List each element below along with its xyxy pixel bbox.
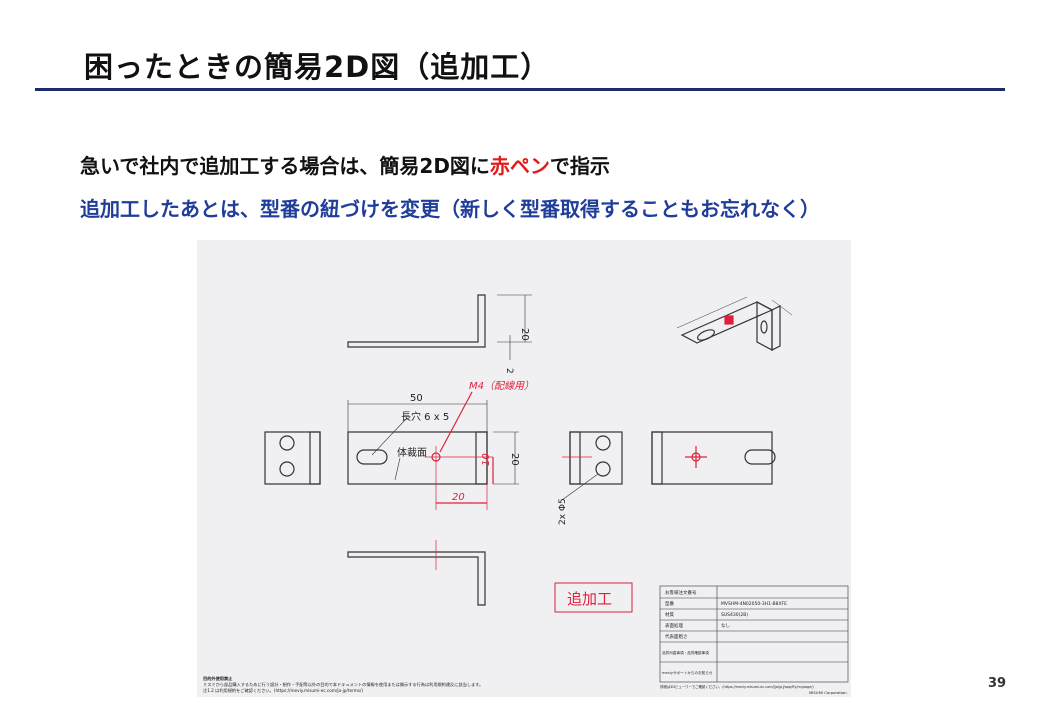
instruction-line-1: 急いで社内で追加工する場合は、簡易2D図に赤ペンで指示 — [80, 150, 610, 179]
red-stamp: 追加工 — [567, 590, 612, 608]
2d-drawing-image: 20 2 50 長穴 6 x 5 体裁面 M4（配線用） 20 10 20 2x… — [197, 240, 851, 697]
tb-label: 代表面粗さ — [665, 633, 688, 640]
isometric-view — [676, 296, 793, 351]
red-note-m4: M4（配線用） — [469, 380, 534, 392]
red-pen-annotations — [425, 315, 734, 570]
dim-side-20: 20 — [509, 453, 520, 466]
tb-label: meviyサポートからのお知らせ — [662, 670, 713, 675]
tb-value: なし — [721, 622, 730, 629]
dim-50: 50 — [410, 393, 423, 404]
tb-label: お客様注文番号 — [665, 589, 697, 596]
left-view — [264, 431, 321, 485]
tb-note: 詳細は3Dビューワーでご確認ください。(https://meviy.misumi… — [660, 684, 814, 689]
tb-value: SUS430(2B) — [721, 612, 748, 618]
dim-top-20: 20 — [519, 328, 530, 341]
drawing-svg: 20 2 50 長穴 6 x 5 体裁面 M4（配線用） 20 10 20 2x… — [203, 294, 849, 695]
red-dim-20: 20 — [452, 492, 465, 503]
title-block: お客様注文番号 型番 MVSHM-4N02050-3H1-B8XFE 材質 SU… — [660, 589, 847, 695]
red-pen-highlight: 赤ペン — [489, 154, 550, 178]
title-block-grid — [659, 585, 849, 683]
footer-title: 目的外使用禁止 — [203, 675, 233, 682]
footer-line: ミスミから部品購入するために行う設計・制作・手配等以外の目的で本ドキュメントの情… — [203, 681, 483, 688]
title-divider — [35, 88, 1005, 91]
footer-line: 注1.2 は利用規約をご確認ください。(https://meviy.misumi… — [203, 687, 363, 694]
stamp-box — [554, 582, 633, 613]
drawing-footer: 目的外使用禁止 ミスミから部品購入するために行う設計・制作・手配等以外の目的で本… — [203, 675, 483, 694]
tb-label: 品質司直事項・品質確認事項 — [662, 650, 709, 655]
instruction-text-end: で指示 — [549, 154, 610, 178]
instruction-text: 急いで社内で追加工する場合は、簡易2D図に — [80, 154, 490, 178]
red-dim-10: 10 — [481, 453, 492, 466]
instruction-line-2: 追加工したあとは、型番の紐づけを変更（新しく型番取得することもお忘れなく） — [80, 197, 820, 221]
tb-value: MVSHM-4N02050-3H1-B8XFE — [721, 601, 787, 607]
page-title: 困ったときの簡易2D図（追加工） — [84, 50, 551, 84]
slot-label: 長穴 6 x 5 — [401, 410, 449, 423]
tb-label: 材質 — [665, 611, 674, 618]
bottom-view — [347, 551, 486, 606]
face-label: 体裁面 — [397, 446, 427, 459]
dim-top-2: 2 — [504, 368, 514, 374]
hole-label: 2x Φ5 — [558, 498, 568, 525]
top-view — [347, 294, 486, 348]
tb-label: 型番 — [665, 600, 674, 607]
right-view — [569, 431, 623, 485]
tb-label: 表面処理 — [665, 622, 683, 629]
page-number: 39 — [988, 676, 1007, 691]
company-name: MISUMI Corporation — [809, 690, 847, 695]
back-view — [651, 431, 773, 485]
